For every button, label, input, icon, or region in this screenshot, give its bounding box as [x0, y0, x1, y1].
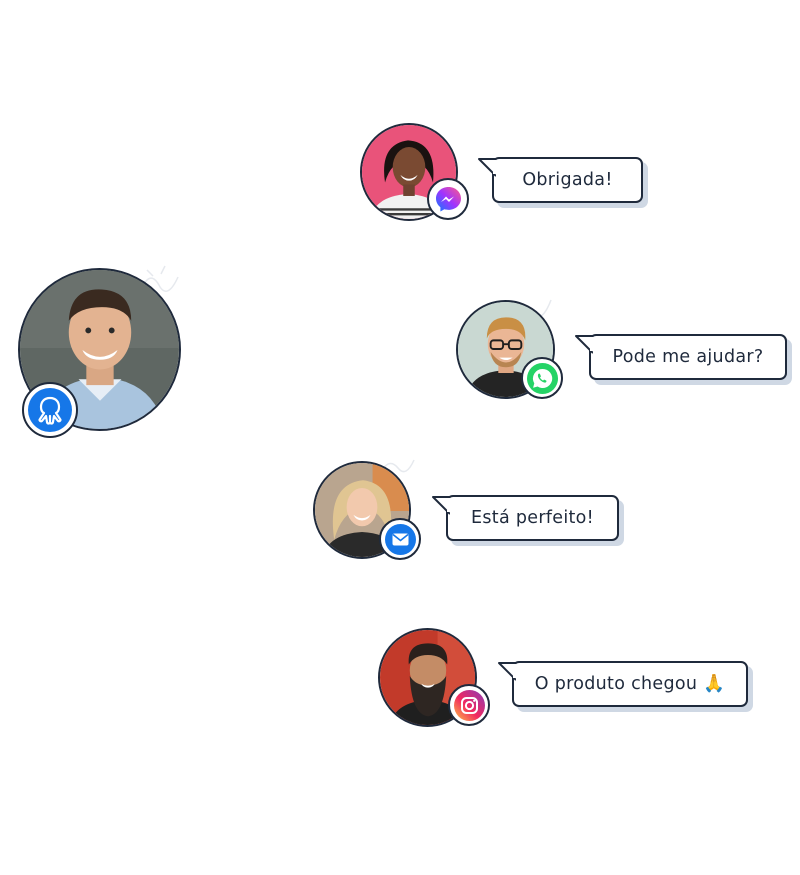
message-bubble: O produto chegou 🙏	[498, 661, 748, 707]
instagram-badge-fill	[453, 689, 485, 721]
customer-photo	[380, 630, 475, 725]
whatsapp-badge-fill	[526, 362, 558, 394]
message-text: Pode me ajudar?	[612, 347, 764, 367]
whatsapp-icon	[526, 362, 558, 394]
message-bubble: Está perfeito!	[432, 495, 619, 541]
email-badge	[379, 518, 421, 560]
message-text: Obrigada!	[522, 170, 613, 190]
messenger-badge-fill	[433, 184, 464, 215]
instagram-badge	[448, 684, 490, 726]
message-bubble: Pode me ajudar?	[575, 334, 787, 380]
agent-octopus-badge	[22, 382, 78, 438]
message-bubble: Obrigada!	[478, 157, 643, 203]
bubble-tail	[478, 158, 496, 177]
instagram-icon	[453, 689, 485, 721]
messenger-badge	[427, 178, 469, 220]
message-text: O produto chegou 🙏	[534, 674, 726, 694]
bubble-tail	[498, 662, 516, 681]
octopus-icon	[28, 388, 72, 432]
messenger-icon	[435, 186, 461, 211]
bubble-tail	[432, 496, 450, 515]
octopus-badge-fill	[28, 388, 72, 432]
email-badge-fill	[384, 523, 416, 555]
bubble-tail	[575, 335, 593, 354]
whatsapp-badge	[521, 357, 563, 399]
customer-avatar-instagram	[378, 628, 477, 727]
message-text: Está perfeito!	[471, 508, 594, 528]
mail-icon	[384, 523, 416, 555]
